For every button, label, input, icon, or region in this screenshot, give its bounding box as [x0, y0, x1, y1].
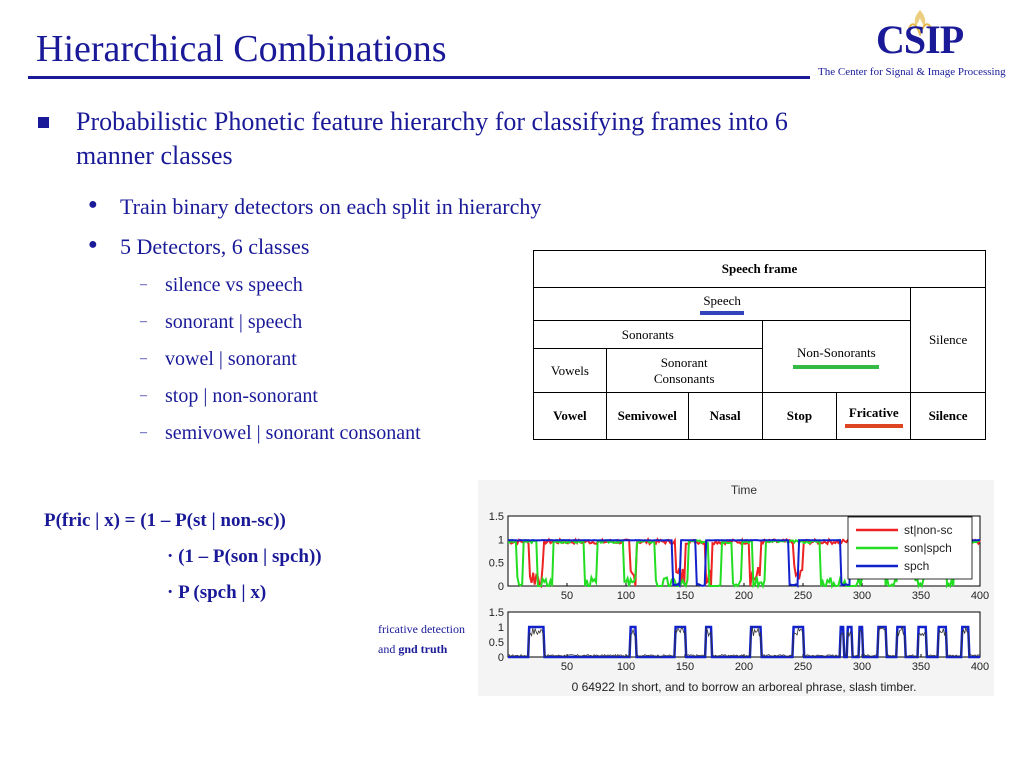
dash-bullet-icon: – [140, 314, 147, 329]
plot2-y-tick-label: 1 [498, 622, 504, 634]
dash-bullet-icon: – [140, 388, 147, 403]
cell-non-sonorants: Non-Sonorants [761, 320, 912, 393]
title-underline [28, 76, 810, 79]
plot1-y-tick-label: 0 [498, 581, 504, 593]
plot2-x-tick-label: 50 [561, 661, 573, 673]
plot2-x-tick-label: 200 [735, 661, 753, 673]
non-sonorants-label: Non-Sonorants [797, 344, 876, 360]
cell-leaf-nasal: Nasal [687, 392, 763, 440]
fricative-label: Fricative [848, 404, 899, 420]
legend-label: son|spch [904, 541, 952, 555]
logo-subtitle: The Center for Signal & Image Processing [818, 66, 1006, 78]
plot1-x-tick-label: 300 [853, 590, 871, 602]
plot-note-prefix: and [378, 642, 396, 656]
legend-label: spch [904, 559, 929, 573]
speech-color-bar [700, 311, 745, 315]
list-item: sonorant | speech [165, 311, 303, 333]
fricative-detection-line [507, 625, 981, 658]
list-item: silence vs speech [165, 274, 303, 296]
plot-note-bold: gnd truth [398, 642, 448, 656]
fricative-color-bar [844, 423, 903, 428]
speech-label: Speech [703, 293, 741, 308]
plot-title: Time [731, 483, 758, 497]
ground-truth-line [508, 625, 980, 659]
list-item: stop | non-sonorant [165, 385, 318, 407]
dash-bullet-icon: – [140, 351, 147, 366]
hierarchy-table: Speech frame Speech Silence Sonorants No… [532, 250, 986, 440]
plot2-x-tick-label: 100 [617, 661, 635, 673]
cell-leaf-fricative: Fricative [836, 392, 912, 440]
square-bullet-icon [38, 117, 49, 128]
dash-bullet-icon: – [140, 425, 147, 440]
cell-leaf-silence: Silence [910, 392, 986, 440]
equation-line-3: · P (spch | x) [167, 582, 267, 603]
plot2-y-tick-label: 0 [498, 652, 504, 664]
dot-bullet-icon: ● [88, 196, 98, 213]
plot2-x-tick-label: 350 [912, 661, 930, 673]
legend-label: st|non-sc [904, 523, 952, 537]
plot2-x-tick-label: 400 [971, 661, 989, 673]
sub-bullet-train: Train binary detectors on each split in … [120, 194, 542, 219]
sub-bullet-detectors: 5 Detectors, 6 classes [120, 234, 310, 259]
cell-sonorant-consonants: Sonorant Consonants [605, 348, 763, 393]
logo-csip: CSIP [876, 17, 964, 62]
plot2-y-tick-label: 0.5 [489, 637, 504, 649]
plot1-x-tick-label: 100 [617, 590, 635, 602]
list-item: semivowel | sonorant consonant [165, 422, 421, 444]
list-item: vowel | sonorant [165, 348, 297, 370]
main-bullet: Probabilistic Phonetic feature hierarchy… [76, 107, 788, 170]
flame-logo-icon [908, 10, 932, 36]
page-title: Hierarchical Combinations [36, 28, 447, 70]
non-sonorants-color-bar [793, 364, 880, 369]
plot2-x-tick-label: 250 [794, 661, 812, 673]
plot2-x-tick-label: 300 [853, 661, 871, 673]
plot-note-line-2: and gnd truth [378, 642, 447, 657]
cell-leaf-stop: Stop [761, 392, 838, 440]
plot1-x-tick-label: 250 [794, 590, 812, 602]
plot1-x-tick-label: 400 [971, 590, 989, 602]
plot-note-line-1: fricative detection [378, 622, 465, 636]
equation-line-2: · (1 – P(son | spch)) [167, 546, 322, 567]
cell-speech-frame: Speech frame [533, 250, 986, 288]
plot1-x-tick-label: 200 [735, 590, 753, 602]
plot2-x-tick-label: 150 [676, 661, 694, 673]
cell-leaf-semivowel: Semivowel [605, 392, 689, 440]
plot2-xlabel: 0 64922 In short, and to borrow an arbor… [572, 680, 917, 694]
cell-leaf-vowel: Vowel [533, 392, 607, 440]
equation-line-1: P(fric | x) = (1 – P(st | non-sc)) [44, 510, 286, 531]
plot1-y-tick-label: 1 [498, 534, 504, 546]
cell-sonorants: Sonorants [533, 320, 763, 349]
plot1-y-tick-label: 0.5 [489, 558, 504, 570]
cell-vowels: Vowels [533, 348, 607, 393]
cell-speech: Speech [532, 287, 912, 321]
plot1-x-tick-label: 150 [676, 590, 694, 602]
dash-bullet-icon: – [140, 277, 147, 292]
cell-silence-group: Silence [910, 287, 986, 393]
plot1-y-tick-label: 1.5 [489, 511, 504, 523]
plot2-y-tick-label: 1.5 [489, 607, 504, 619]
plot2-axes [507, 611, 981, 658]
plot1-x-tick-label: 350 [912, 590, 930, 602]
plot1-x-tick-label: 50 [561, 590, 573, 602]
dot-bullet-icon: ● [88, 236, 98, 253]
